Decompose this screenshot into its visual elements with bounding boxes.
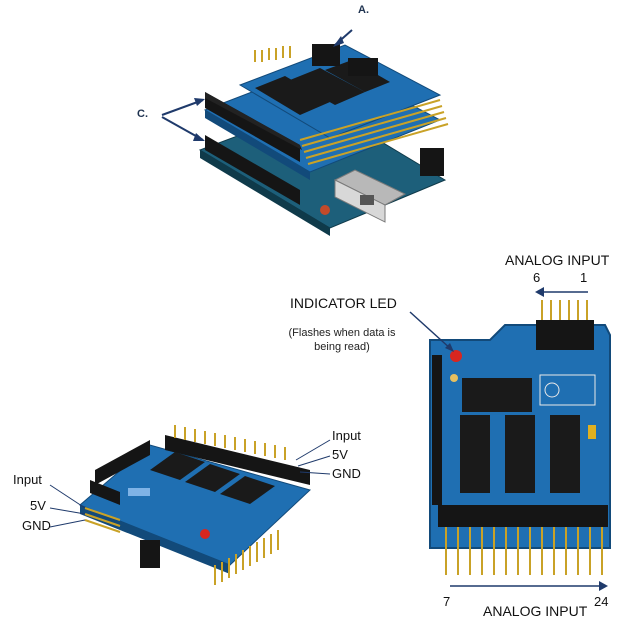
label-a: A. (358, 4, 369, 16)
analog-input-top-label: ANALOG INPUT (505, 252, 610, 268)
left-5v-label: 5V (30, 498, 46, 513)
right-gnd-label: GND (332, 466, 361, 481)
pin-7-label: 7 (443, 594, 451, 609)
stacked-shields-illustration (161, 29, 449, 236)
label-c: C. (137, 108, 148, 120)
pin-6-label: 6 (533, 270, 541, 285)
pin-24-label: 24 (594, 594, 609, 609)
right-input-label: Input (332, 428, 361, 443)
left-gnd-label: GND (22, 518, 51, 533)
pin-1-label: 1 (580, 270, 588, 285)
indicator-led-label: INDICATOR LED (290, 295, 397, 311)
right-5v-label: 5V (332, 447, 348, 462)
analog-input-bottom-label: ANALOG INPUT (483, 603, 588, 619)
left-input-label: Input (13, 472, 42, 487)
indicator-led-note: (Flashes when data is being read) (288, 327, 396, 353)
